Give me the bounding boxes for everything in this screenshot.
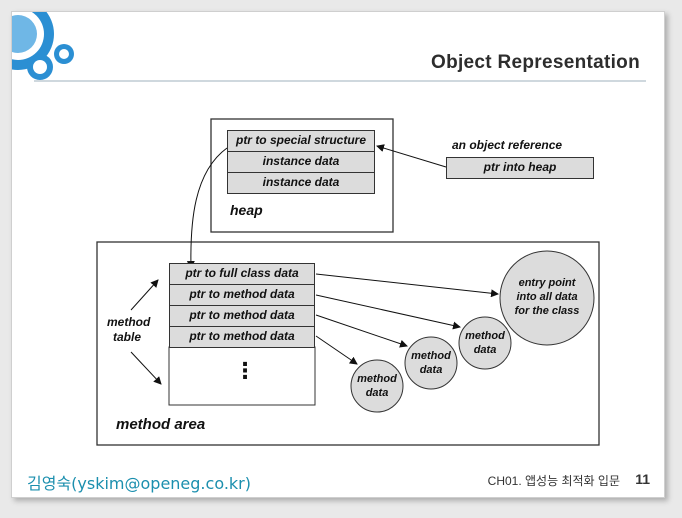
deco-circle-mid xyxy=(12,15,37,53)
method-table-label-line2: table xyxy=(113,330,142,344)
method-table-ellipsis: ⋮ xyxy=(234,358,256,383)
title-divider xyxy=(34,80,646,82)
diagram-lines xyxy=(96,118,600,446)
arrow-to-entry-point xyxy=(315,273,499,298)
heap-cell-instance-data-1: instance data xyxy=(227,151,375,173)
arrow-to-method-data-3 xyxy=(315,335,358,365)
method-data-3-line2: data xyxy=(365,387,389,399)
entry-point-line1: entry point xyxy=(518,277,576,289)
method-data-label-2: method data xyxy=(405,349,457,377)
arrow-method-table-up xyxy=(130,279,159,311)
entry-point-label: entry point into all data for the class xyxy=(500,276,594,318)
method-data-1-line2: data xyxy=(473,344,497,356)
method-table-cell-method-data-1: ptr to method data xyxy=(169,284,315,306)
method-table-label-line1: method xyxy=(107,315,151,329)
arrow-heap-to-class-data xyxy=(186,147,228,269)
arrow-method-table-down xyxy=(130,351,162,385)
method-data-circle-2 xyxy=(404,336,458,390)
method-data-label-1: method data xyxy=(459,329,511,357)
heap-label: heap xyxy=(230,202,263,218)
method-data-2-line2: data xyxy=(419,364,443,376)
arrow-to-method-data-2 xyxy=(315,314,408,348)
footer-author: 김영숙(yskim@openeg.co.kr) xyxy=(27,474,251,493)
method-data-label-3: method data xyxy=(351,372,403,400)
deco-circle-tiny-inner xyxy=(59,49,69,59)
page-title: Object Representation xyxy=(430,52,640,73)
method-data-3-line1: method xyxy=(357,373,397,385)
arrow-to-method-data-1 xyxy=(315,294,461,330)
entry-point-line2: into all data xyxy=(516,291,578,303)
method-data-circle-3 xyxy=(350,359,404,413)
slide-logo-circles xyxy=(12,12,74,80)
ptr-into-heap-cell: ptr into heap xyxy=(446,157,594,179)
heap-cell-special-structure: ptr to special structure xyxy=(227,130,375,152)
object-reference-title: an object reference xyxy=(452,138,563,152)
deco-circle-small-inner xyxy=(33,60,47,74)
entry-point-line3: for the class xyxy=(514,305,580,317)
method-data-2-line1: method xyxy=(411,350,451,362)
footer-course: CH01. 앱성능 최적화 입문 xyxy=(487,474,620,488)
method-table-cell-method-data-3: ptr to method data xyxy=(169,326,315,348)
entry-point-circle xyxy=(499,250,595,346)
method-table-cell-method-data-2: ptr to method data xyxy=(169,305,315,327)
method-table-cell-class-data: ptr to full class data xyxy=(169,263,315,285)
heap-cell-instance-data-2: instance data xyxy=(227,172,375,194)
page-number: 11 xyxy=(635,471,650,487)
method-area-label: method area xyxy=(116,416,206,433)
arrow-ref-to-heap xyxy=(376,144,447,168)
slide: Object Representation ptr to sp xyxy=(11,11,665,498)
method-data-circle-1 xyxy=(458,316,512,370)
method-data-1-line1: method xyxy=(465,330,505,342)
